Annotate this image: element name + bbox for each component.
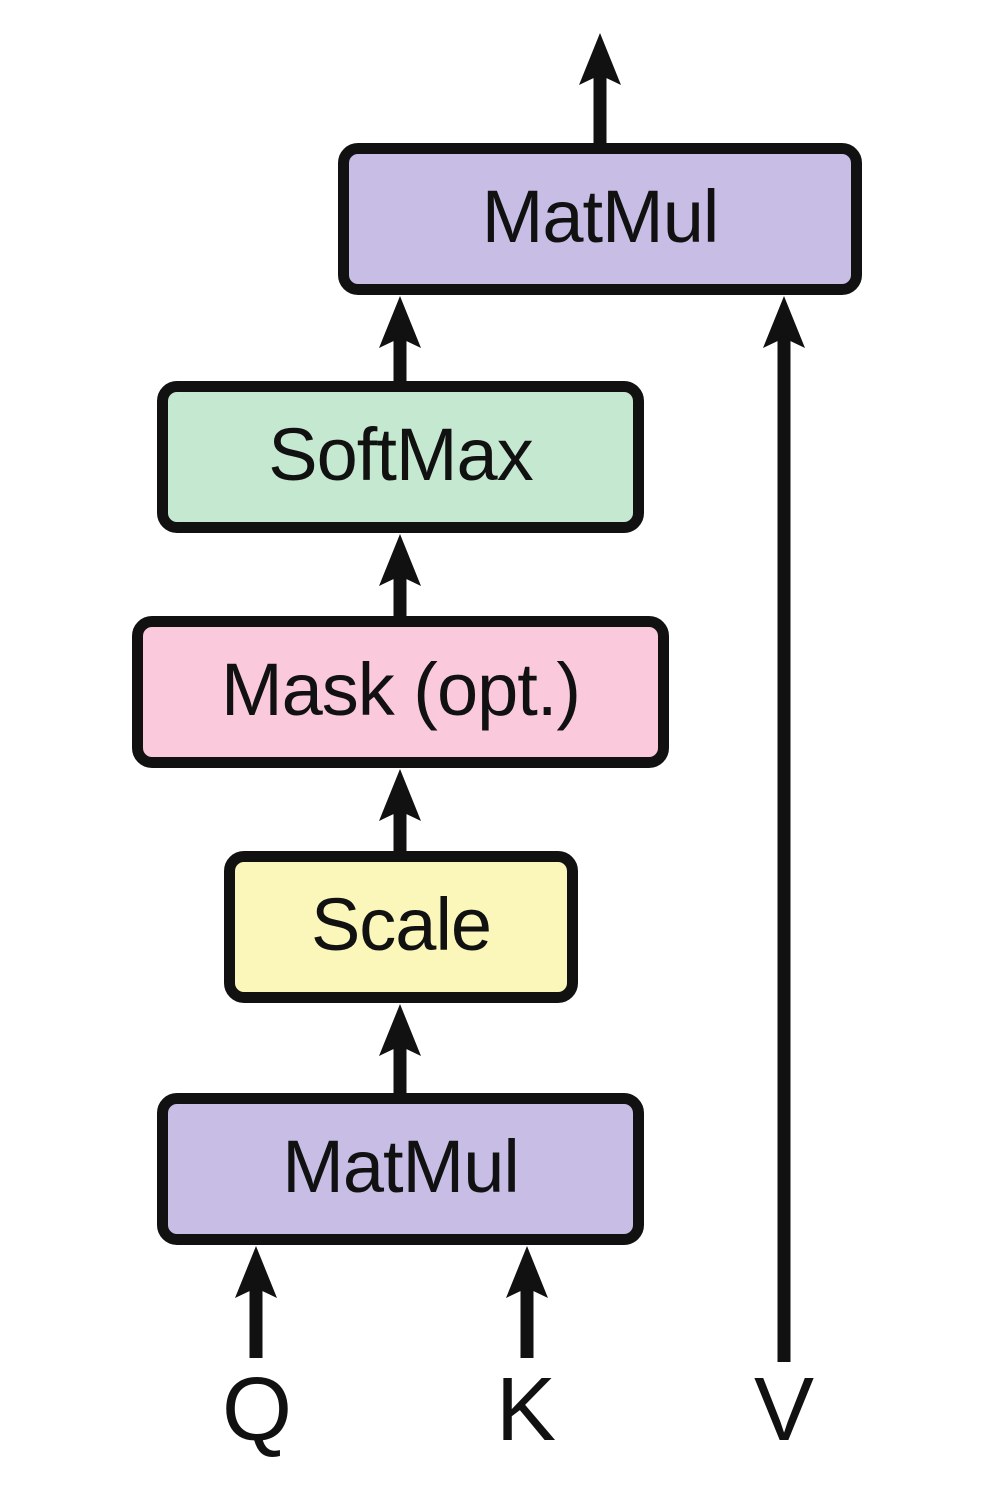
k-arrowhead (506, 1246, 548, 1298)
scale-to-mask-arrowhead (379, 769, 421, 821)
softmax-label: SoftMax (268, 413, 533, 496)
input-v-label: V (753, 1360, 815, 1460)
matmul-top-node: MatMul (338, 143, 862, 295)
mask-node: Mask (opt.) (132, 616, 669, 768)
mask-label: Mask (opt.) (220, 648, 581, 731)
q-arrowhead (235, 1246, 277, 1298)
matmul-to-scale-arrowhead (379, 1004, 421, 1056)
input-q-label: Q (221, 1360, 292, 1460)
input-k-label: K (495, 1360, 557, 1460)
matmul-bottom-label: MatMul (282, 1125, 520, 1208)
softmax-node: SoftMax (157, 381, 644, 533)
scale-label: Scale (310, 883, 492, 966)
v-arrowhead (763, 296, 805, 348)
output-arrowhead (579, 33, 621, 85)
mask-to-softmax-arrowhead (379, 534, 421, 586)
scale-node: Scale (224, 851, 578, 1003)
matmul-bottom-node: MatMul (157, 1093, 644, 1245)
matmul-top-label: MatMul (481, 175, 720, 258)
softmax-to-matmul-arrowhead (379, 296, 421, 348)
